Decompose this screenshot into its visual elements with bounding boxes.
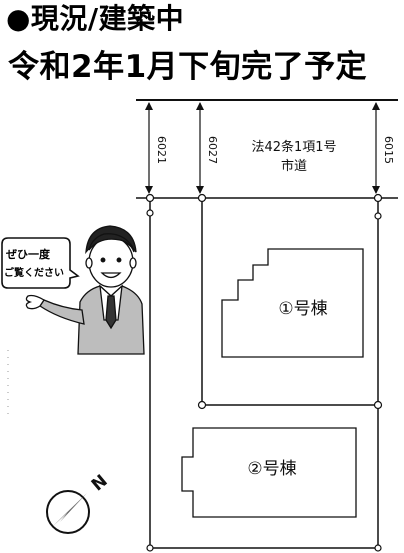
north-label: N — [88, 471, 112, 495]
north-arrow-compass — [46, 490, 90, 534]
lot-boundary — [149, 198, 379, 549]
building-1-label: ①号棟 — [278, 299, 327, 319]
dimension-left — [145, 102, 153, 194]
mascot-illustration — [25, 225, 145, 355]
road-width-right: 6015 — [382, 136, 395, 164]
speech-line-1: ぜひ一度 — [6, 247, 51, 261]
dimension-middle — [196, 102, 204, 194]
road-width-left: 6021 — [155, 136, 168, 164]
building-1-footprint — [221, 248, 364, 358]
dimension-right — [372, 102, 380, 194]
road-label-line2: 市道 — [281, 158, 307, 174]
completion-heading: 令和2年1月下旬完了予定 — [8, 49, 368, 85]
speech-bubble: ぜひ一度 ご覧ください — [1, 237, 80, 289]
road-label-line1: 法42条1項1号 — [251, 139, 336, 155]
road-width-middle: 6027 — [206, 136, 219, 164]
status-heading: ●現況/建築中 — [6, 2, 185, 35]
building-2-footprint — [181, 427, 357, 518]
speech-line-2: ご覧ください — [4, 266, 64, 279]
boundary-markers — [145, 193, 383, 552]
building-2-label: ②号棟 — [247, 459, 296, 479]
